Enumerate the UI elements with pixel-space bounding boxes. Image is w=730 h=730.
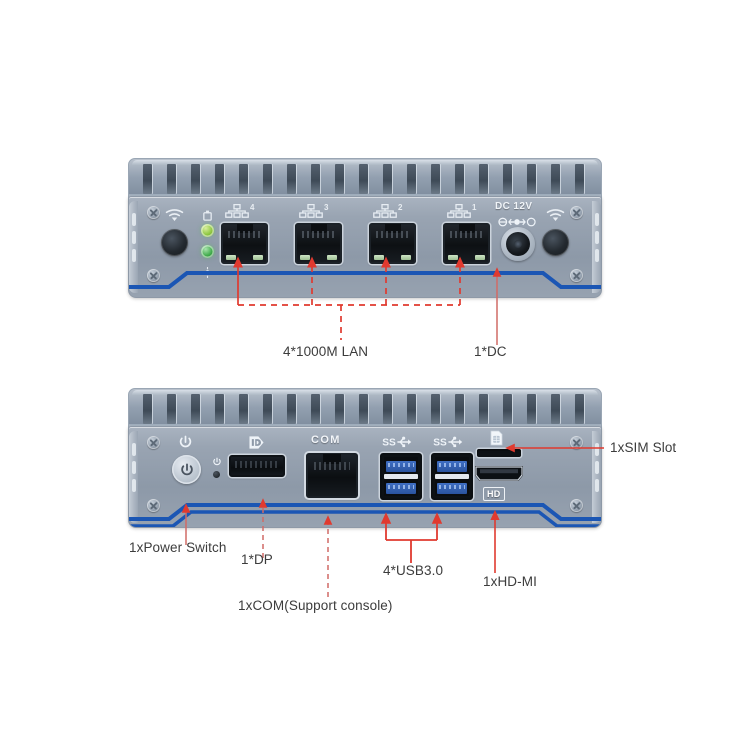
chassis-left-rail-front	[129, 431, 138, 523]
usb3-port-1[interactable]	[384, 457, 418, 475]
dc-power-jack[interactable]	[501, 227, 535, 261]
heatsink-fins-top	[128, 158, 602, 200]
lan-port-3[interactable]	[295, 223, 342, 264]
usb3-port-group-2[interactable]	[431, 453, 473, 500]
callout-lan: 4*1000M LAN	[283, 344, 369, 359]
antenna-hole-left	[161, 229, 188, 256]
front-panel-unit: COM SS	[128, 388, 602, 528]
power-led-front	[213, 471, 220, 478]
callout-dp: 1*DP	[241, 552, 273, 567]
callout-dc: 1*DC	[474, 344, 507, 359]
callout-sim-slot: 1xSIM Slot	[610, 440, 677, 455]
network-icon-lan1	[447, 203, 471, 218]
screw-front-bottom-right	[570, 499, 583, 512]
accent-stripe-rear	[129, 263, 601, 297]
callout-com: 1xCOM(Support console)	[238, 598, 393, 613]
network-icon-lan2	[373, 203, 397, 218]
callout-power-switch: 1xPower Switch	[129, 540, 227, 555]
power-switch-button[interactable]	[172, 455, 201, 484]
screw-front-top-left	[147, 436, 160, 449]
hdd-led	[201, 224, 214, 237]
callout-hdmi: 1xHD-MI	[483, 574, 537, 589]
screw-rear-bottom-right	[570, 269, 583, 282]
hdmi-port[interactable]	[474, 463, 524, 483]
svg-text:SS: SS	[382, 438, 396, 448]
power-status-glyph	[212, 454, 222, 466]
wifi-icon	[165, 209, 184, 222]
usb3-port-3[interactable]	[435, 457, 469, 475]
svg-text:SS: SS	[433, 438, 447, 448]
com-port-label: COM	[311, 434, 341, 446]
hdd-icon	[202, 209, 213, 221]
hd-badge: HD	[483, 487, 505, 501]
dc-polarity-icon	[498, 214, 536, 232]
heatsink-fins-bottom	[128, 388, 602, 430]
accent-stripe-front	[129, 493, 601, 527]
screw-rear-bottom-left	[147, 269, 160, 282]
lan-port-number-1: 1	[472, 203, 477, 212]
chassis-left-rail	[129, 201, 138, 293]
screw-front-top-right	[570, 436, 583, 449]
sim-card-icon	[490, 430, 503, 446]
usb3-port-4[interactable]	[435, 478, 469, 496]
dc-input-label: DC 12V	[495, 201, 533, 212]
displayport-icon	[248, 435, 265, 450]
network-icon-lan3	[299, 203, 323, 218]
antenna-hole-right	[542, 229, 569, 256]
chassis-right-rail-front	[592, 431, 601, 523]
usb-superspeed-icon-1: SS	[382, 435, 412, 449]
network-icon-lan4	[225, 203, 249, 218]
power-indicator-icon	[201, 265, 214, 279]
power-symbol-icon	[178, 435, 193, 450]
rear-panel-face: 4 3	[128, 196, 602, 298]
rear-panel-unit: 4 3	[128, 158, 602, 298]
front-panel-face: COM SS	[128, 426, 602, 528]
lan-port-number-2: 2	[398, 203, 403, 212]
lan-port-number-4: 4	[250, 203, 255, 212]
callout-usb: 4*USB3.0	[383, 563, 444, 578]
wifi-icon-right	[546, 209, 565, 222]
usb-superspeed-icon-2: SS	[433, 435, 463, 449]
power-button-glyph	[179, 462, 194, 477]
power-led	[201, 245, 214, 258]
screw-front-bottom-left	[147, 499, 160, 512]
screw-rear-top-right	[570, 206, 583, 219]
chassis-right-rail	[592, 201, 601, 293]
lan-port-4[interactable]	[221, 223, 268, 264]
lan-port-2[interactable]	[369, 223, 416, 264]
displayport-connector[interactable]	[229, 455, 285, 477]
lan-port-number-3: 3	[324, 203, 329, 212]
usb3-port-group-1[interactable]	[380, 453, 422, 500]
sim-card-slot[interactable]	[477, 449, 521, 457]
com-port[interactable]	[306, 453, 358, 498]
lan-port-1[interactable]	[443, 223, 490, 264]
usb3-port-2[interactable]	[384, 478, 418, 496]
screw-rear-top-left	[147, 206, 160, 219]
